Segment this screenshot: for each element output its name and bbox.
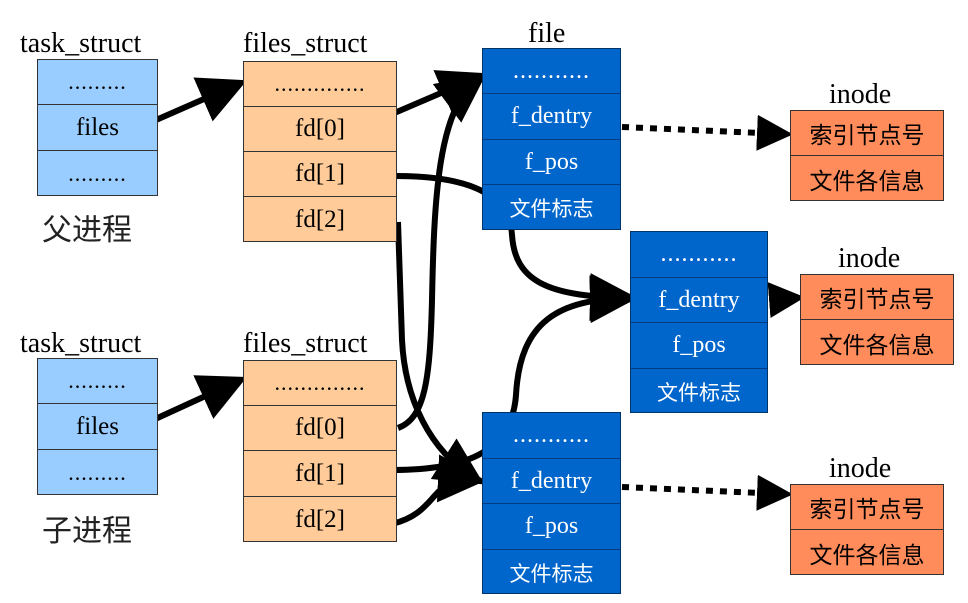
inode-3: 索引节点号 文件各信息 xyxy=(790,484,944,575)
child-task-struct: ......... files ......... xyxy=(37,358,158,495)
task-files-cell: files xyxy=(38,105,157,151)
file-cell: ........... xyxy=(483,413,620,459)
file-cell: ........... xyxy=(483,49,620,94)
f-pos-cell: f_pos xyxy=(483,140,620,185)
fd0-cell: fd[0] xyxy=(244,107,396,152)
file-flags-cell: 文件标志 xyxy=(509,561,594,586)
f-dentry-cell: f_dentry xyxy=(631,278,767,323)
task-files-cell: files xyxy=(38,404,157,450)
child-files-struct: .............. fd[0] fd[1] fd[2] xyxy=(243,360,397,542)
fd2-cell: fd[2] xyxy=(295,205,345,233)
parent-files-struct: .............. fd[0] fd[1] fd[2] xyxy=(243,61,397,242)
files-cell: .............. xyxy=(244,361,396,406)
inode-title-3: inode xyxy=(829,453,892,484)
task-cell: ......... xyxy=(68,459,127,485)
file-object-1: ........... f_dentry f_pos 文件标志 xyxy=(482,48,621,230)
task-cell: ......... xyxy=(68,160,127,186)
child-fd2-arrow xyxy=(391,454,486,527)
fd2-cell: fd[2] xyxy=(295,505,345,533)
child-fd0-arrow xyxy=(396,74,486,431)
parent-process-label: 父进程 xyxy=(42,213,132,248)
file-object-2: ........... f_dentry f_pos 文件标志 xyxy=(630,231,768,413)
inode-1: 索引节点号 文件各信息 xyxy=(790,110,944,201)
file-flags-cell: 文件标志 xyxy=(509,196,594,221)
fd1-cell: fd[1] xyxy=(244,451,396,497)
inode-2: 索引节点号 文件各信息 xyxy=(800,274,954,365)
child-files-struct-title: files_struct xyxy=(243,328,368,359)
file-flags-cell: 文件标志 xyxy=(657,380,741,405)
f-dentry-cell: f_dentry xyxy=(483,459,620,504)
file-cell: ........... xyxy=(631,232,767,278)
file2-inode-arrow xyxy=(767,282,805,319)
parent-task-struct-title: task_struct xyxy=(20,28,142,59)
file3-inode-arrow xyxy=(621,474,793,511)
child-task-struct-title: task_struct xyxy=(20,328,142,359)
file-title: file xyxy=(528,18,566,49)
fd1-cell: fd[1] xyxy=(244,152,396,197)
file1-inode-arrow xyxy=(621,114,793,151)
parent-task-struct: ......... files ......... xyxy=(37,59,158,196)
inode-title-2: inode xyxy=(838,243,901,274)
inode-info-cell: 文件各信息 xyxy=(809,542,925,569)
f-pos-cell: f_pos xyxy=(631,323,767,369)
inode-info-cell: 文件各信息 xyxy=(809,168,925,195)
inode-number-cell: 索引节点号 xyxy=(791,111,943,156)
file-object-3: ........... f_dentry f_pos 文件标志 xyxy=(482,412,621,594)
f-pos-cell: f_pos xyxy=(483,504,620,550)
inode-number-cell: 索引节点号 xyxy=(791,485,943,530)
task-cell: ......... xyxy=(38,359,157,404)
child-process-label: 子进程 xyxy=(42,514,132,549)
fd0-cell: fd[0] xyxy=(244,406,396,451)
parent-files-struct-title: files_struct xyxy=(243,28,368,59)
files-cell: .............. xyxy=(244,62,396,107)
inode-info-cell: 文件各信息 xyxy=(819,332,935,359)
parent-fd2-arrow xyxy=(395,221,485,485)
inode-title-1: inode xyxy=(829,79,892,110)
f-dentry-cell: f_dentry xyxy=(483,94,620,140)
inode-number-cell: 索引节点号 xyxy=(801,275,953,320)
task-cell: ......... xyxy=(38,60,157,105)
